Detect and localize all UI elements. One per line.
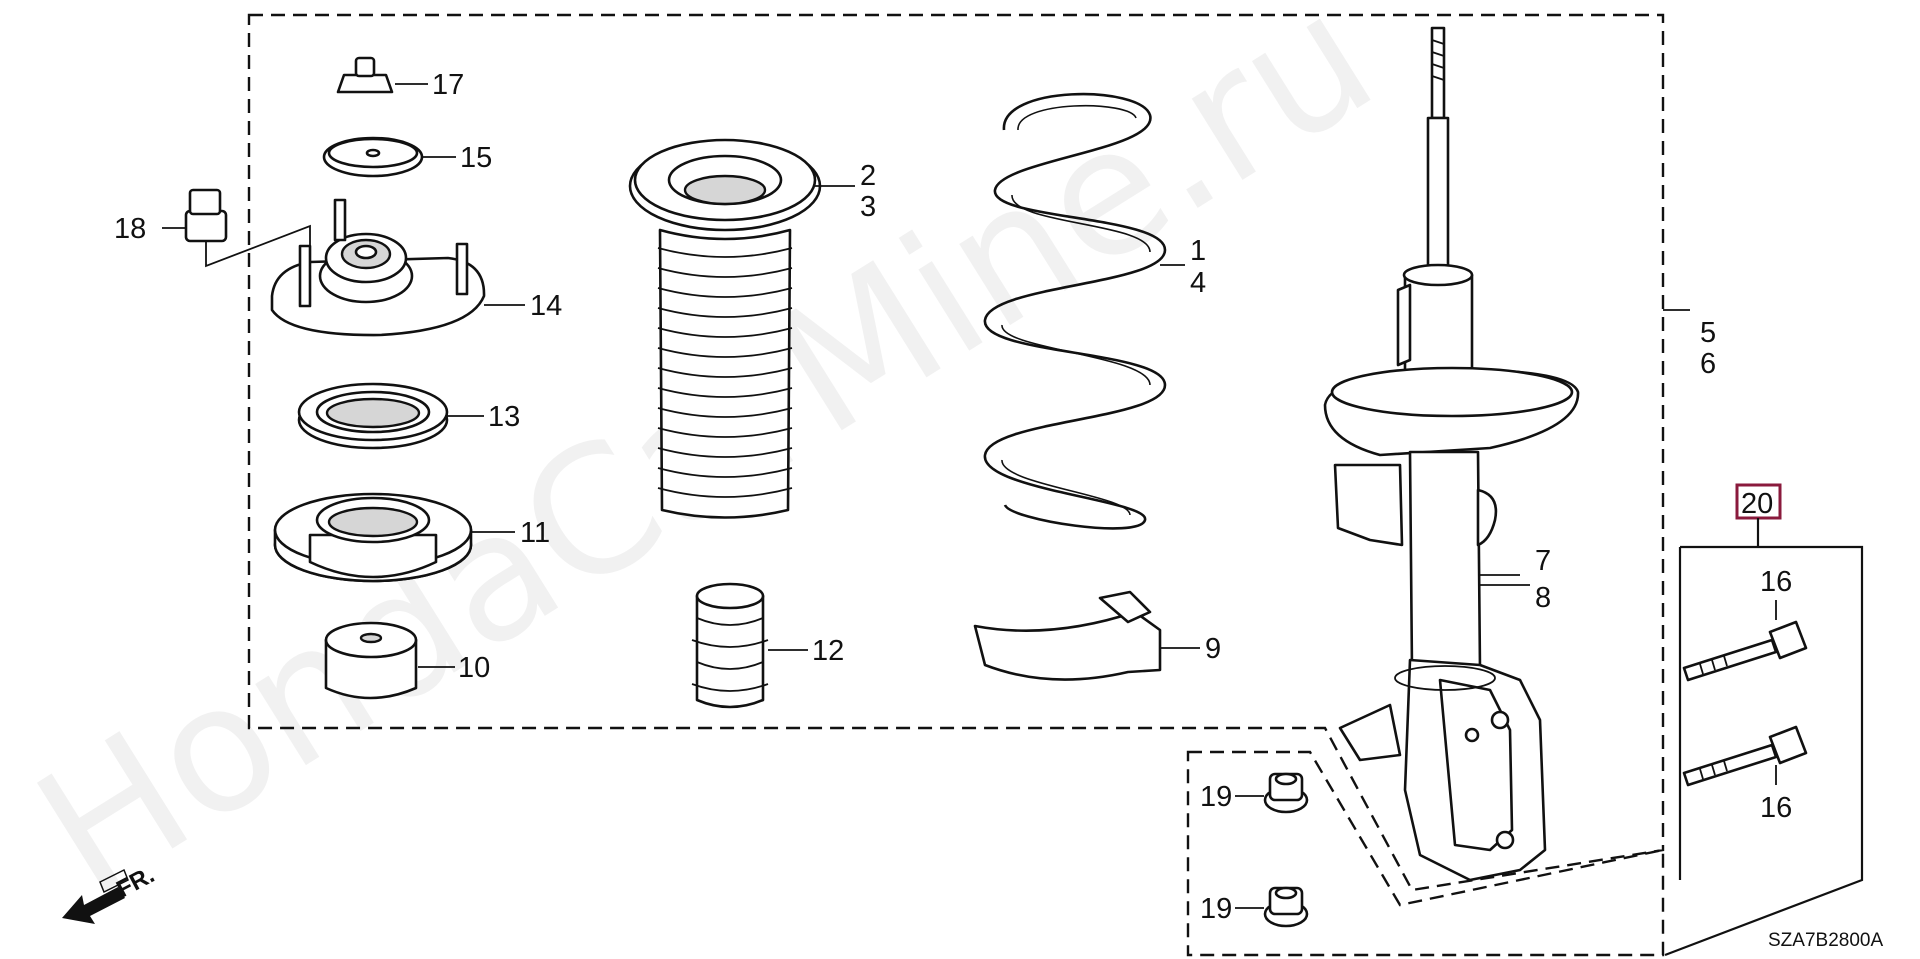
boot-rib — [657, 487, 793, 498]
callout-3: 3 — [860, 191, 876, 223]
callout-15: 15 — [460, 142, 492, 174]
boot-rib — [657, 447, 793, 458]
boot-rib — [657, 287, 793, 298]
callout-9: 9 — [1205, 633, 1221, 665]
callout-16-lower: 16 — [1760, 792, 1792, 824]
callout-8: 8 — [1535, 582, 1551, 614]
callout-18: 18 — [114, 213, 146, 245]
bolt-16-upper — [1682, 600, 1808, 682]
callout-5: 5 — [1700, 317, 1716, 349]
boot-rib — [657, 347, 793, 358]
callout-2: 2 — [860, 160, 876, 192]
boot-rib — [657, 387, 793, 398]
callout-20: 20 — [1741, 488, 1773, 520]
bump-stop-10 — [324, 621, 455, 700]
flange-nut-19-lower — [1235, 886, 1309, 928]
boot-rib — [657, 267, 793, 278]
bearing-13 — [297, 382, 484, 450]
callout-14: 14 — [530, 290, 562, 322]
boot-rib — [657, 467, 793, 478]
callout-16-upper: 16 — [1760, 566, 1792, 598]
callout-17: 17 — [432, 69, 464, 101]
callout-10: 10 — [458, 652, 490, 684]
callout-19-lower: 19 — [1200, 893, 1232, 925]
bump-rubber-12 — [691, 582, 808, 709]
cap-nut-18 — [162, 188, 311, 268]
front-arrow-icon — [62, 868, 129, 924]
boot-ribs — [657, 247, 793, 498]
flange-nut-19-upper — [1235, 772, 1309, 814]
boot-rib — [657, 247, 793, 258]
spring-seat-11 — [273, 492, 515, 583]
callout-6: 6 — [1700, 348, 1716, 380]
main-assembly-boundary — [247, 13, 1665, 892]
dust-boot-2-3 — [628, 138, 855, 519]
coil-spring-1-4 — [983, 92, 1185, 530]
diagram-code: SZA7B2800A — [1768, 930, 1883, 951]
flange-nut-17 — [336, 56, 428, 94]
callout-4: 4 — [1190, 267, 1206, 299]
boot-rib — [657, 427, 793, 438]
boot-rib — [657, 327, 793, 338]
strut-assembly-5-8 — [1323, 26, 1690, 882]
strut-mount-14 — [270, 198, 525, 337]
callout-7: 7 — [1535, 545, 1551, 577]
boot-rib — [657, 407, 793, 418]
boot-rib — [657, 307, 793, 318]
callout-13: 13 — [488, 401, 520, 433]
callout-1: 1 — [1190, 235, 1206, 267]
nut-group-boundary — [1186, 750, 1665, 957]
boot-rib — [657, 367, 793, 378]
callout-11: 11 — [520, 517, 550, 549]
spring-insulator-9 — [973, 590, 1200, 681]
bolt-16-lower — [1682, 725, 1808, 787]
washer-15 — [322, 136, 456, 178]
bolt-group-boundary — [1664, 545, 1864, 957]
callout-19-upper: 19 — [1200, 781, 1232, 813]
callout-12: 12 — [812, 635, 844, 667]
